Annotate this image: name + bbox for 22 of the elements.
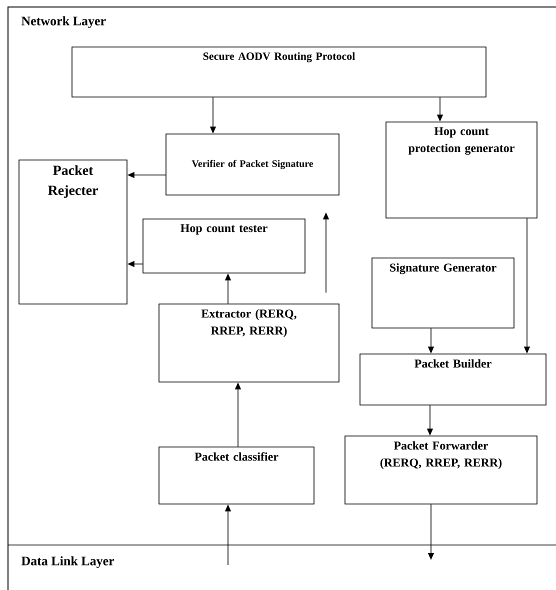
- process-box: [158, 446, 314, 504]
- process-box: [372, 258, 514, 328]
- box-label: Packet Builder: [414, 359, 492, 368]
- box-label: Hop count tester: [180, 224, 268, 235]
- box-label: Packet classifier: [194, 452, 278, 461]
- box-label: Verifier of Packet Signature: [192, 160, 314, 170]
- process-box: [18, 160, 128, 304]
- process-box: [142, 218, 306, 274]
- process-box: [360, 354, 546, 406]
- box-label: Extractor (RERQ, RREP, RERR): [201, 309, 296, 338]
- process-box: [344, 436, 538, 504]
- process-box: [386, 122, 538, 218]
- box-label: Packet Forwarder (RERQ, RREP, RERR): [380, 441, 502, 470]
- process-box: [166, 134, 340, 196]
- process-box: [158, 304, 340, 382]
- layer-label: Network Layer: [21, 16, 106, 28]
- box-label: Secure AODV Routing Protocol: [203, 52, 355, 62]
- box-label: Packet Rejecter: [48, 165, 98, 198]
- process-box: [72, 46, 486, 98]
- box-label: Hop count protection generator: [408, 127, 514, 155]
- layer-label: Data Link Layer: [21, 556, 114, 568]
- box-label: Signature Generator: [390, 263, 496, 274]
